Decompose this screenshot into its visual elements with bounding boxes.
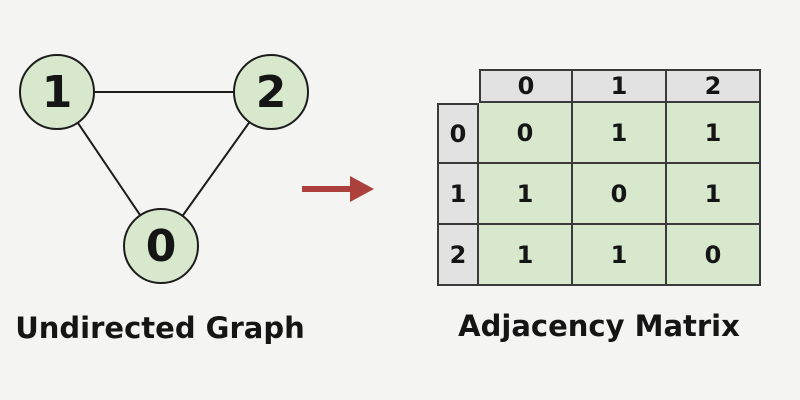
graph-node-2-label: 2 bbox=[255, 66, 287, 118]
graph-node-0: 0 bbox=[123, 208, 199, 284]
right-arrow-icon bbox=[302, 176, 374, 202]
undirected-graph-caption: Undirected Graph bbox=[15, 311, 305, 345]
matrix-col-header-0: 0 bbox=[479, 69, 573, 103]
matrix-cell-0-2: 1 bbox=[667, 103, 761, 164]
matrix-cell-1-0: 1 bbox=[479, 164, 573, 225]
matrix-cell-1-2: 1 bbox=[667, 164, 761, 225]
graph-node-1: 1 bbox=[19, 54, 95, 130]
matrix-cell-2-0: 1 bbox=[479, 225, 573, 286]
matrix-cell-1-1: 0 bbox=[573, 164, 667, 225]
matrix-row-header-2: 2 bbox=[437, 225, 479, 286]
graph-node-1-label: 1 bbox=[41, 66, 73, 118]
matrix-col-header-2: 2 bbox=[667, 69, 761, 103]
adjacency-matrix-table: 0 1 2 0 0 1 1 1 1 0 1 2 1 1 0 bbox=[437, 69, 761, 286]
matrix-cell-0-0: 0 bbox=[479, 103, 573, 164]
adjacency-matrix-caption: Adjacency Matrix bbox=[458, 309, 740, 343]
matrix-cell-2-1: 1 bbox=[573, 225, 667, 286]
matrix-row-header-0: 0 bbox=[437, 103, 479, 164]
matrix-cell-2-2: 0 bbox=[667, 225, 761, 286]
matrix-cell-0-1: 1 bbox=[573, 103, 667, 164]
matrix-row-header-1: 1 bbox=[437, 164, 479, 225]
matrix-col-header-1: 1 bbox=[573, 69, 667, 103]
graph-node-0-label: 0 bbox=[145, 220, 177, 272]
matrix-corner-cell bbox=[437, 69, 479, 103]
graph-node-2: 2 bbox=[233, 54, 309, 130]
